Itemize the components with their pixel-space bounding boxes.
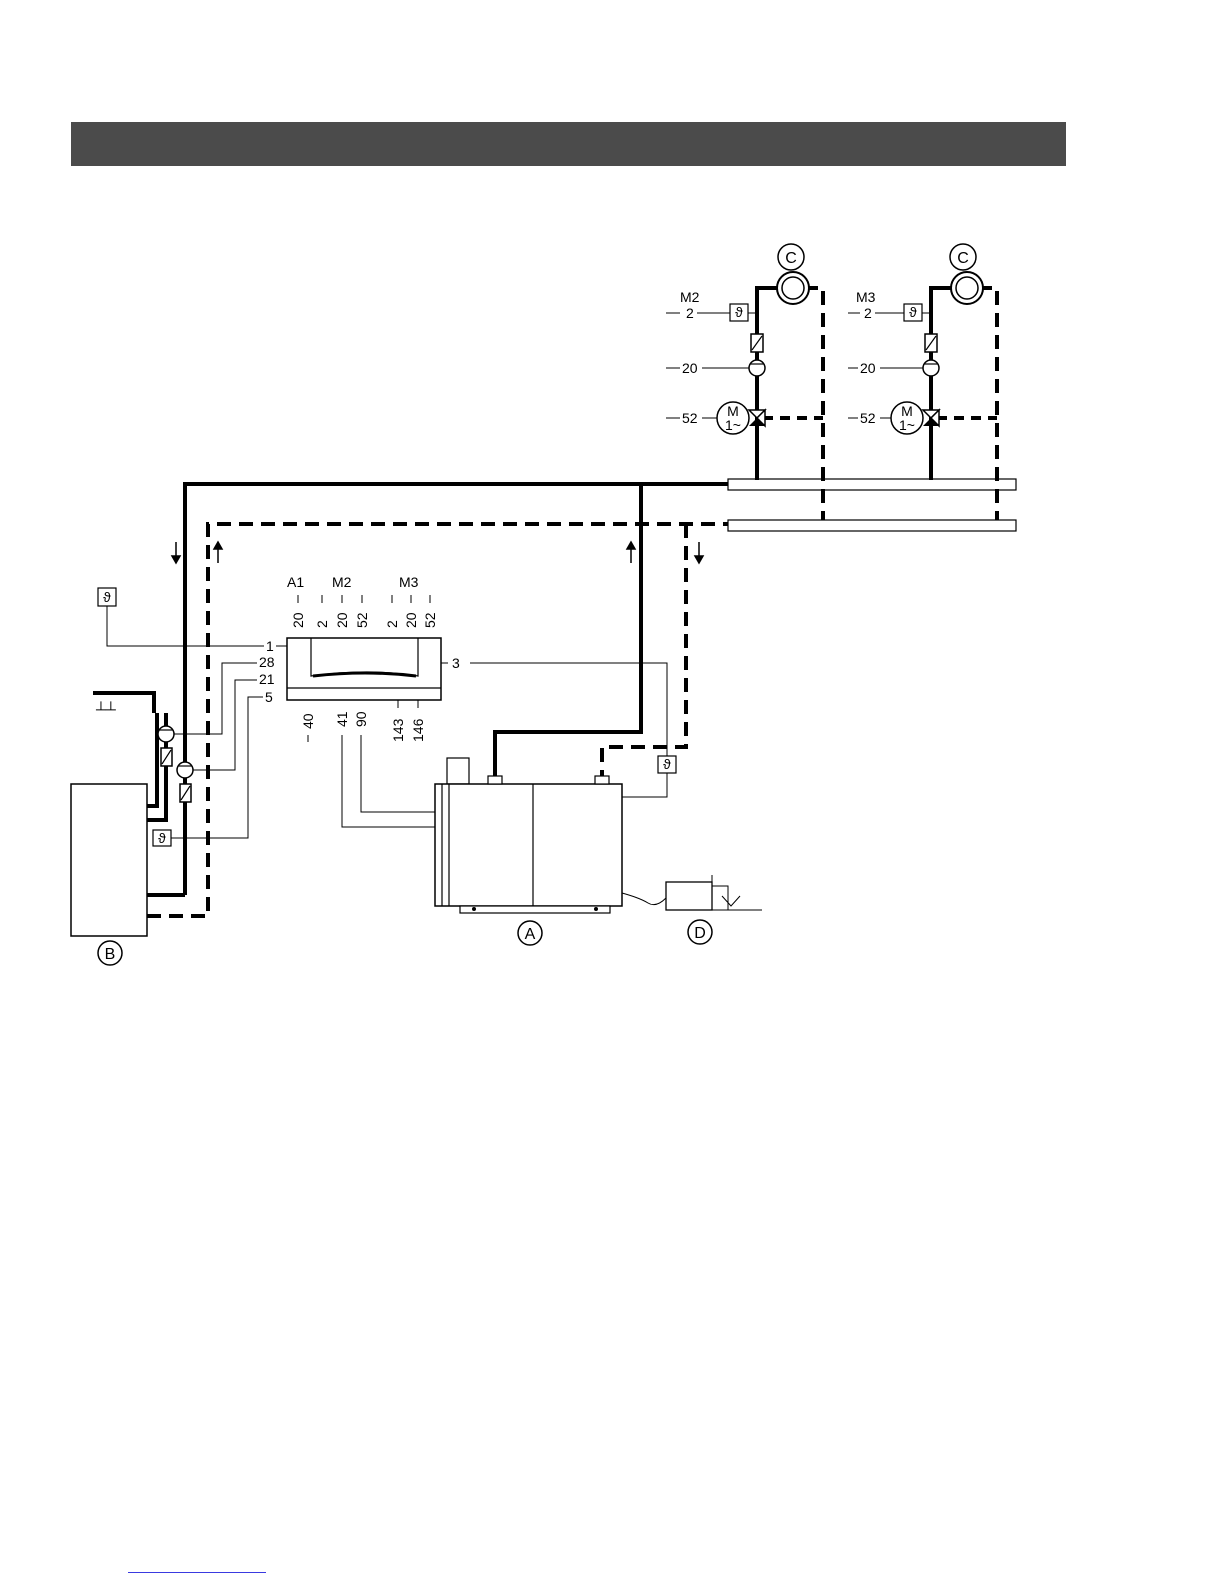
mixing-valve-icon bbox=[749, 410, 765, 426]
svg-text:ϑ: ϑ bbox=[663, 756, 671, 772]
check-valve-icon bbox=[925, 334, 937, 352]
hot-water-storage-tank: ┴┴ B bbox=[71, 693, 166, 965]
radiator-icon bbox=[777, 272, 809, 304]
component-c-label: C bbox=[957, 250, 969, 267]
cylinder-temperature-sensor-icon: ϑ bbox=[153, 830, 171, 846]
svg-text:20: 20 bbox=[403, 612, 419, 628]
pump-icon bbox=[923, 360, 939, 376]
circuit-m3-label: M3 bbox=[399, 574, 419, 590]
circuit-m2-label: M2 bbox=[332, 574, 352, 590]
temperature-sensor-icon: ϑ bbox=[730, 304, 757, 321]
svg-text:52: 52 bbox=[354, 612, 370, 628]
svg-text:52: 52 bbox=[422, 612, 438, 628]
svg-text:ϑ: ϑ bbox=[735, 304, 743, 320]
svg-text:40: 40 bbox=[300, 713, 316, 729]
m2-sensor-terminal: 2 bbox=[686, 305, 694, 321]
svg-text:ϑ: ϑ bbox=[909, 304, 917, 320]
m2-mixer-terminal: 52 bbox=[682, 410, 698, 426]
svg-text:3: 3 bbox=[452, 655, 460, 671]
svg-text:90: 90 bbox=[353, 711, 369, 727]
dhw-outlet-marks: ┴┴ bbox=[95, 701, 116, 717]
flow-direction-arrows bbox=[172, 542, 703, 563]
component-b-label: B bbox=[105, 946, 116, 963]
svg-text:20: 20 bbox=[334, 612, 350, 628]
svg-text:1: 1 bbox=[266, 638, 274, 654]
radiator-icon bbox=[951, 272, 983, 304]
svg-text:ϑ: ϑ bbox=[158, 830, 166, 846]
m3-sensor-terminal: 2 bbox=[864, 305, 872, 321]
motor-phase-label: 1~ bbox=[899, 417, 915, 433]
outdoor-temperature-sensor-icon: ϑ bbox=[98, 588, 116, 606]
footer-link-underline[interactable] bbox=[128, 1572, 266, 1573]
motor-phase-label: 1~ bbox=[725, 417, 741, 433]
svg-text:41: 41 bbox=[334, 711, 350, 727]
svg-text:2: 2 bbox=[384, 620, 400, 628]
flow-header bbox=[728, 479, 1016, 490]
svg-text:5: 5 bbox=[265, 689, 273, 705]
svg-text:143: 143 bbox=[390, 718, 406, 742]
svg-text:2: 2 bbox=[314, 620, 330, 628]
circuit-m2-label: M2 bbox=[680, 289, 700, 305]
svg-text:ϑ: ϑ bbox=[103, 589, 111, 605]
m3-pump-terminal: 20 bbox=[860, 360, 876, 376]
temperature-sensor-icon: ϑ bbox=[904, 304, 931, 321]
return-header bbox=[728, 520, 1016, 531]
component-c-label: C bbox=[785, 250, 797, 267]
component-a-label: A bbox=[525, 926, 536, 943]
m3-mixer-terminal: 52 bbox=[860, 410, 876, 426]
top-terminal-labels: 20 2 20 52 2 20 52 bbox=[290, 595, 438, 628]
control-unit: A1 M2 M3 20 2 20 52 2 20 52 1 28 21 5 3 bbox=[259, 574, 460, 742]
circuit-a1-label: A1 bbox=[287, 574, 304, 590]
svg-text:146: 146 bbox=[410, 718, 426, 742]
condensate-neutralisation-unit: D bbox=[622, 875, 762, 944]
component-d-label: D bbox=[694, 925, 706, 942]
mixing-valve-icon bbox=[923, 410, 939, 426]
check-valve-icon bbox=[751, 334, 763, 352]
m2-pump-terminal: 20 bbox=[682, 360, 698, 376]
pump-icon bbox=[749, 360, 765, 376]
boiler-return-sensor-icon: ϑ bbox=[658, 756, 676, 773]
svg-text:21: 21 bbox=[259, 671, 275, 687]
boiler: A bbox=[435, 758, 622, 945]
svg-text:20: 20 bbox=[290, 612, 306, 628]
svg-text:28: 28 bbox=[259, 654, 275, 670]
bottom-terminal-labels: 40 41 90 143 146 bbox=[300, 700, 426, 742]
circuit-m3-label: M3 bbox=[856, 289, 876, 305]
